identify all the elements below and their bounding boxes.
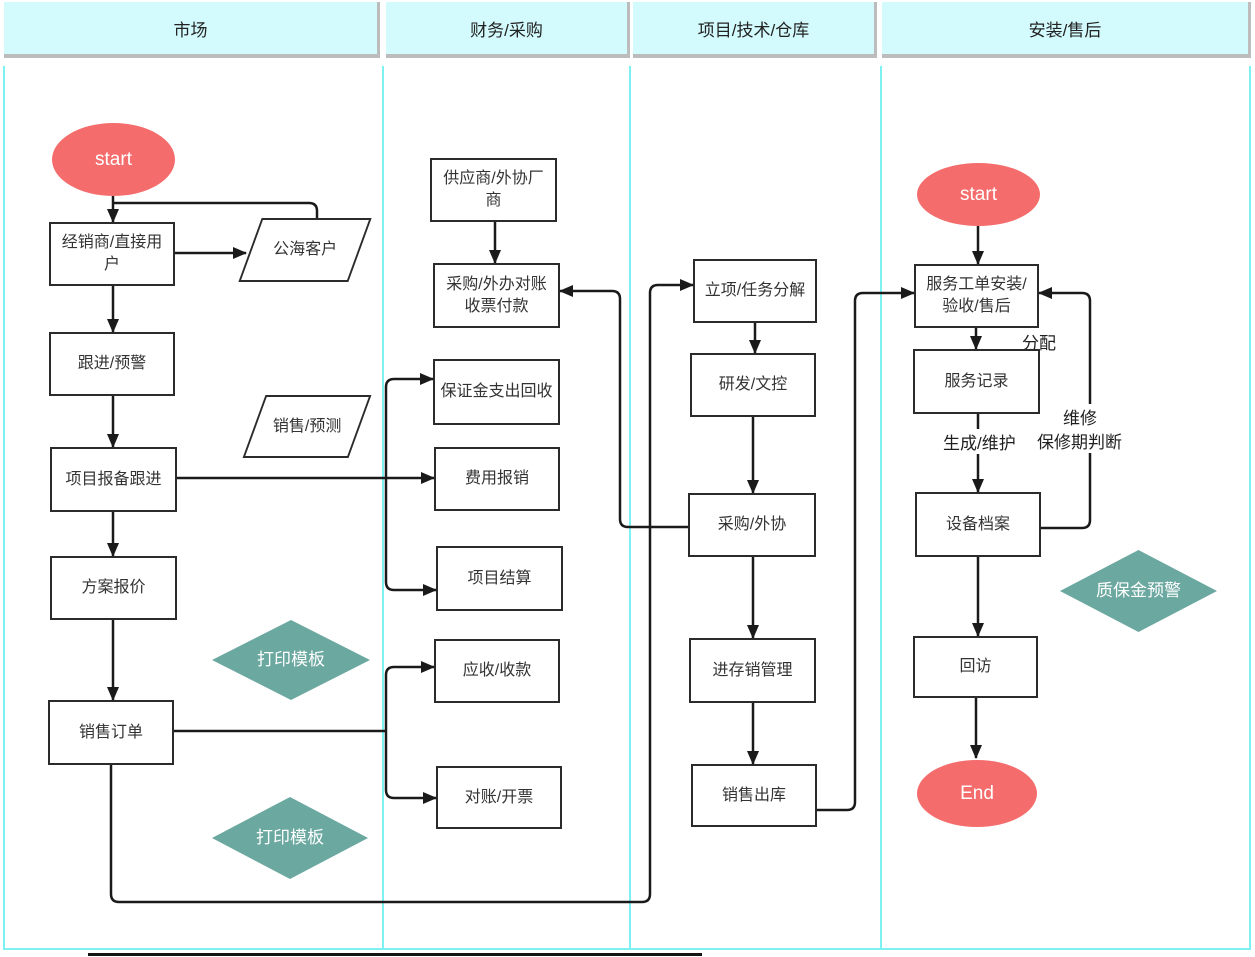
node-initiation[interactable]: 立项/任务分解 (693, 259, 817, 323)
node-inventory[interactable]: 进存销管理 (689, 638, 816, 703)
lane-divider-3 (880, 66, 882, 949)
lane-divider-2 (629, 66, 631, 949)
lane-header-market[interactable]: 市场 (4, 2, 380, 58)
node-deposit[interactable]: 保证金支出回收 (433, 359, 560, 425)
connector-sales-order-to-initiation (109, 279, 694, 904)
node-quotation[interactable]: 方案报价 (50, 556, 177, 620)
lane-header-label: 财务/采购 (470, 20, 543, 40)
lane-header-label: 安装/售后 (1028, 20, 1102, 40)
node-end[interactable]: End (917, 760, 1037, 827)
edge-label-generate-maintain: 生成/维护 (941, 429, 1018, 454)
node-expense[interactable]: 费用报销 (434, 447, 560, 511)
node-settlement[interactable]: 项目结算 (436, 546, 563, 611)
node-sales-order[interactable]: 销售订单 (48, 700, 174, 765)
node-follow-up[interactable]: 跟进/预警 (49, 332, 175, 396)
node-rd-doc[interactable]: 研发/文控 (690, 353, 816, 417)
connector-public-pool-return (114, 201, 319, 218)
connector-outsource-to-purchase-pay (559, 285, 688, 529)
node-project-report[interactable]: 项目报备跟进 (50, 447, 177, 512)
node-receivable[interactable]: 应收/收款 (434, 639, 560, 703)
node-start-service[interactable]: start (917, 163, 1040, 226)
node-service-record[interactable]: 服务记录 (913, 349, 1040, 414)
lane-header-project[interactable]: 项目/技术/仓库 (633, 2, 877, 58)
edge-label-warranty-judge: 保修期判断 (1035, 428, 1124, 453)
edge-label-repair: 维修 (1061, 404, 1099, 429)
connector-sales-order-to-invoice (384, 731, 437, 804)
connector-project-report-to-settlement (384, 478, 437, 596)
bottom-edge-line (88, 953, 702, 956)
node-service-ticket[interactable]: 服务工单安装/验收/售后 (914, 264, 1039, 328)
node-supplier[interactable]: 供应商/外协厂商 (430, 158, 557, 222)
lane-header-label: 项目/技术/仓库 (697, 20, 810, 40)
node-dealer[interactable]: 经销商/直接用户 (49, 222, 175, 286)
lane-header-label: 市场 (173, 20, 208, 40)
node-device-archive[interactable]: 设备档案 (915, 492, 1041, 557)
lane-divider-1 (382, 66, 384, 949)
lane-header-finance[interactable]: 财务/采购 (386, 2, 630, 58)
connector-outbound-to-service-ticket (817, 287, 915, 812)
node-purchase-pay[interactable]: 采购/外办对账收票付款 (433, 263, 560, 328)
lane-border-bottom (3, 948, 1251, 950)
node-purchase-outsource[interactable]: 采购/外协 (688, 493, 816, 557)
node-return-visit[interactable]: 回访 (913, 636, 1038, 698)
node-public-pool[interactable]: 公海客户 (238, 218, 372, 282)
node-sales-outbound[interactable]: 销售出库 (691, 764, 817, 827)
connector-project-report-to-deposit (384, 373, 434, 478)
connector-sales-order-to-receivable (384, 661, 435, 731)
lane-border-right (1249, 66, 1251, 949)
node-invoice[interactable]: 对账/开票 (436, 766, 562, 829)
lane-border-left (3, 66, 5, 949)
node-start-market[interactable]: start (52, 123, 175, 196)
lane-header-service[interactable]: 安装/售后 (882, 2, 1251, 58)
